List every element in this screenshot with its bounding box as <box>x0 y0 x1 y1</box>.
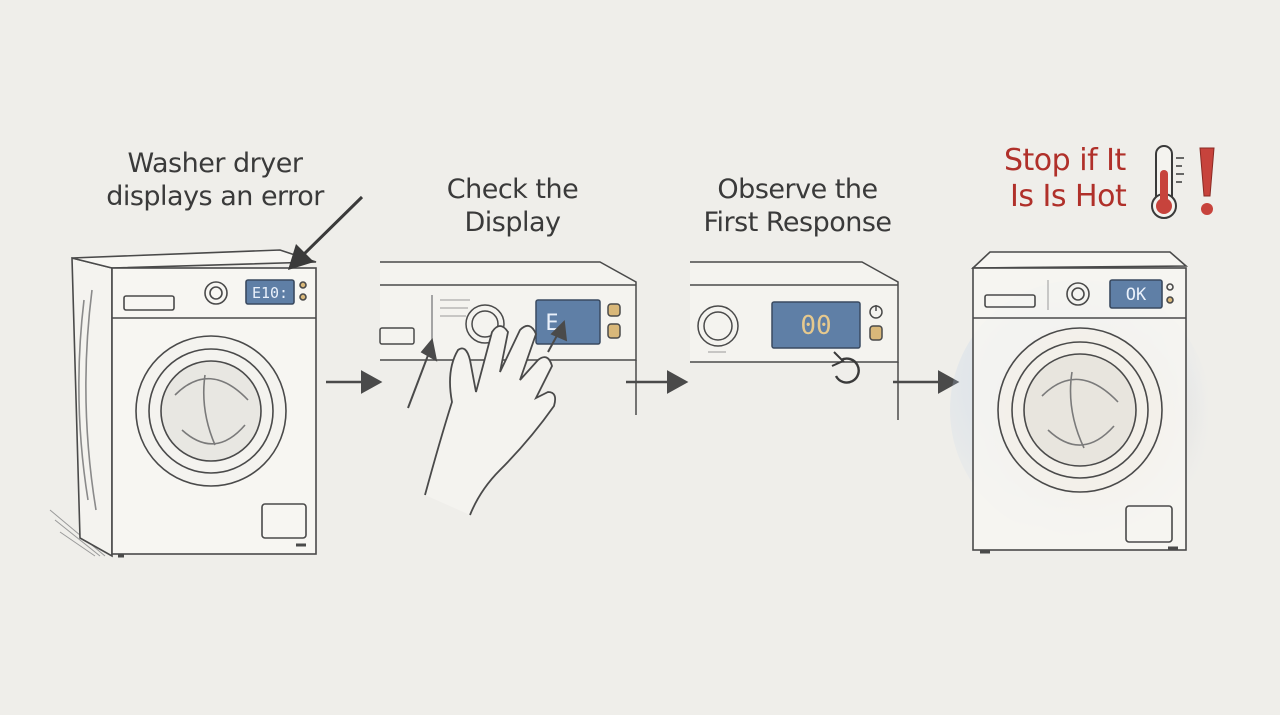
washer-1-display-text: E10: <box>252 284 288 302</box>
step4-caption: Stop if It Is Is Hot <box>1004 143 1154 215</box>
step4-caption-line2: Is Is Hot <box>1010 179 1127 214</box>
washer-3-display-text: 00 <box>800 311 831 341</box>
step4-caption-line1: Stop if It <box>1004 143 1126 178</box>
step2-caption-line1: Check the <box>446 174 579 205</box>
washer-3-display <box>771 301 861 349</box>
washer-1 <box>49 249 317 558</box>
pointer-arrow-icon <box>288 195 364 270</box>
washer-4 <box>970 251 1189 554</box>
washer-4-display-text: OK <box>1126 285 1147 305</box>
washer-1-display <box>245 279 295 305</box>
step3-caption-line1: Observe the <box>717 174 878 205</box>
step1-caption: Washer dryer displays an error <box>100 147 330 213</box>
hand-icon <box>407 320 568 516</box>
thermometer-icon <box>1151 145 1184 219</box>
exclamation-icon <box>1199 147 1215 215</box>
step3-caption-line2: First Response <box>703 207 892 238</box>
washer-4-display <box>1109 279 1163 309</box>
reset-arrow-icon <box>831 351 860 384</box>
step2-caption: Check the Display <box>420 173 605 239</box>
step3-caption: Observe the First Response <box>690 173 905 239</box>
step1-caption-line2: displays an error <box>106 181 324 212</box>
step2-caption-line2: Display <box>464 207 561 238</box>
washer-3-panel <box>690 261 899 420</box>
step1-caption-line1: Washer dryer <box>127 148 303 179</box>
